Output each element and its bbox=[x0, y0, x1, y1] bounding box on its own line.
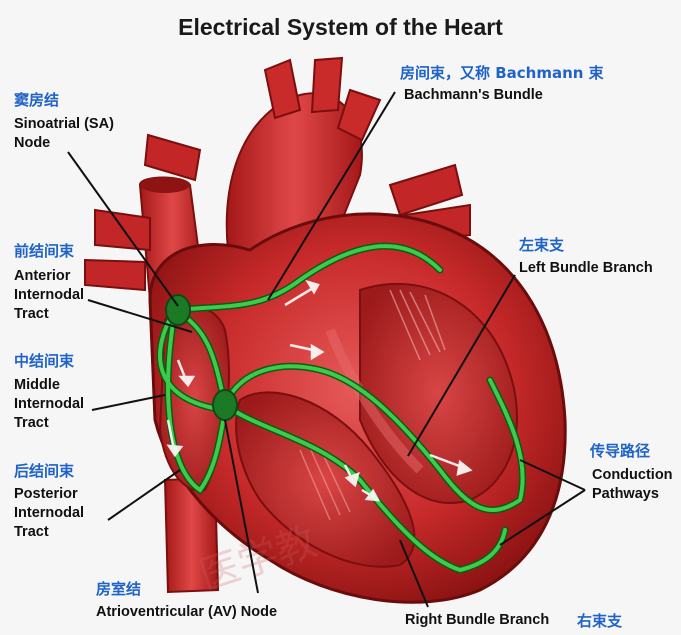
av-node-marker bbox=[213, 390, 237, 420]
bachmann-label: Bachmann's Bundle bbox=[404, 86, 543, 105]
bachmann-label-zh: 房间束，又称 Bachmann 束 bbox=[400, 62, 604, 83]
left-bundle-label: Left Bundle Branch bbox=[519, 259, 653, 278]
anterior-tract-label-zh: 前结间束 bbox=[14, 240, 74, 261]
sa-node-label: Sinoatrial (SA) Node bbox=[14, 115, 114, 153]
av-node-label: Atrioventricular (AV) Node bbox=[96, 603, 277, 622]
av-node-label-zh: 房室结 bbox=[96, 578, 141, 599]
right-bundle-label-zh: 右束支 bbox=[577, 610, 622, 631]
posterior-tract-label: Posterior Internodal Tract bbox=[14, 485, 84, 542]
middle-tract-label: Middle Internodal Tract bbox=[14, 376, 84, 433]
sa-node-marker bbox=[166, 295, 190, 325]
sa-node-label-zh: 窦房结 bbox=[14, 89, 59, 110]
posterior-tract-label-zh: 后结间束 bbox=[14, 460, 74, 481]
diagram-title: Electrical System of the Heart bbox=[0, 14, 681, 41]
conduction-label-zh: 传导路径 bbox=[590, 440, 650, 461]
left-bundle-label-zh: 左束支 bbox=[519, 234, 564, 255]
conduction-label: Conduction Pathways bbox=[592, 466, 673, 504]
right-bundle-label: Right Bundle Branch bbox=[405, 611, 549, 630]
anterior-tract-label: Anterior Internodal Tract bbox=[14, 267, 84, 324]
middle-tract-label-zh: 中结间束 bbox=[14, 350, 74, 371]
